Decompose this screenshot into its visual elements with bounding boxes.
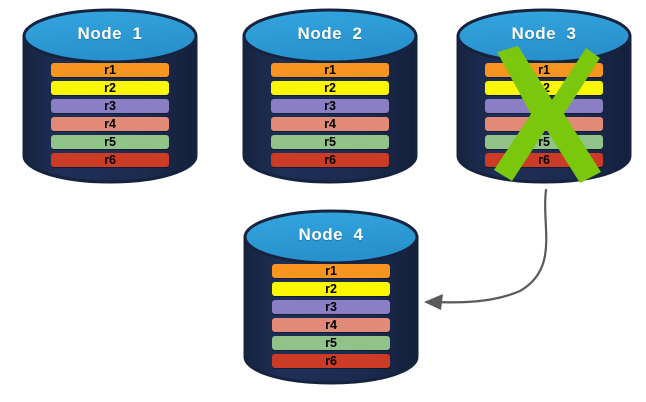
node-2-rows: r1 r2 r3 r4 r5 r6	[271, 63, 389, 167]
node-4-rows: r1 r2 r3 r4 r5 r6	[272, 264, 390, 368]
row-item[interactable]: r5	[51, 135, 169, 149]
row-item[interactable]: r3	[485, 99, 603, 113]
row-item[interactable]: r5	[485, 135, 603, 149]
node-2-cylinder[interactable]: Node 2 r1 r2 r3 r4 r5 r6	[242, 6, 418, 186]
row-item[interactable]: r2	[51, 81, 169, 95]
row-item[interactable]: r4	[51, 117, 169, 131]
node-4-cylinder[interactable]: Node 4 r1 r2 r3 r4 r5 r6	[243, 207, 419, 387]
row-item[interactable]: r1	[51, 63, 169, 77]
row-item[interactable]: r3	[51, 99, 169, 113]
row-item[interactable]: r5	[271, 135, 389, 149]
row-item[interactable]: r6	[272, 354, 390, 368]
row-item[interactable]: r4	[485, 117, 603, 131]
row-item[interactable]: r1	[485, 63, 603, 77]
node-1-rows: r1 r2 r3 r4 r5 r6	[51, 63, 169, 167]
row-item[interactable]: r6	[485, 153, 603, 167]
row-item[interactable]: r4	[272, 318, 390, 332]
row-item[interactable]: r5	[272, 336, 390, 350]
row-item[interactable]: r2	[272, 282, 390, 296]
row-item[interactable]: r2	[271, 81, 389, 95]
node-3-rows: r1 r2 r3 r4 r5 r6	[485, 63, 603, 167]
row-item[interactable]: r6	[271, 153, 389, 167]
row-item[interactable]: r1	[271, 63, 389, 77]
row-item[interactable]: r3	[272, 300, 390, 314]
row-item[interactable]: r2	[485, 81, 603, 95]
row-item[interactable]: r6	[51, 153, 169, 167]
node-1-cylinder[interactable]: Node 1 r1 r2 r3 r4 r5 r6	[22, 6, 198, 186]
row-item[interactable]: r1	[272, 264, 390, 278]
node-3-cylinder[interactable]: Node 3 r1 r2 r3 r4 r5 r6	[456, 6, 632, 186]
row-item[interactable]: r3	[271, 99, 389, 113]
row-item[interactable]: r4	[271, 117, 389, 131]
